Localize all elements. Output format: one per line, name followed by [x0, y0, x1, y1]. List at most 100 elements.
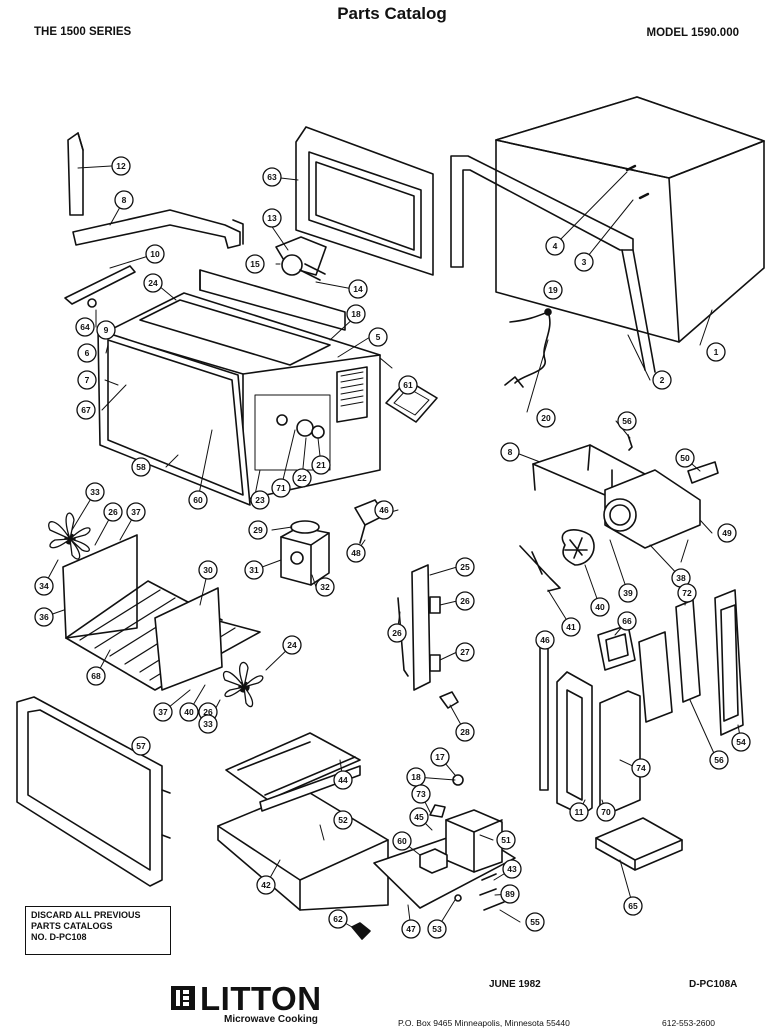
svg-text:26: 26: [203, 707, 213, 717]
callout: 19: [543, 280, 563, 300]
callout: 14: [348, 279, 368, 299]
magnetron: [280, 520, 330, 586]
callout: 28: [455, 722, 475, 742]
svg-text:15: 15: [250, 259, 260, 269]
svg-text:70: 70: [601, 807, 611, 817]
svg-text:34: 34: [39, 581, 49, 591]
callout: 66: [617, 611, 637, 631]
discard-notice-box: DISCARD ALL PREVIOUS PARTS CATALOGS NO. …: [25, 906, 171, 955]
svg-text:40: 40: [184, 707, 194, 717]
svg-text:66: 66: [622, 616, 632, 626]
control-base: [373, 774, 516, 909]
notice-line-2: PARTS CATALOGS: [31, 921, 113, 931]
callout: 52: [333, 810, 353, 830]
callout: 31: [244, 560, 264, 580]
callout: 36: [34, 607, 54, 627]
callout: 2: [652, 370, 672, 390]
svg-text:52: 52: [338, 815, 348, 825]
callout: 20: [536, 408, 556, 428]
catalog-date: JUNE 1982: [489, 979, 541, 990]
callout: 34: [34, 576, 54, 596]
svg-text:29: 29: [253, 525, 263, 535]
callouts: 1 2 3 4 5 6 7 8 8 9 10 11 12 13 14 15 17…: [34, 156, 751, 939]
base-pan: [217, 732, 389, 911]
svg-text:18: 18: [351, 309, 361, 319]
company-address: P.O. Box 9465 Minneapolis, Minnesota 554…: [398, 1018, 570, 1028]
svg-text:33: 33: [90, 487, 100, 497]
svg-text:21: 21: [316, 460, 326, 470]
svg-text:71: 71: [276, 483, 286, 493]
callout: 54: [731, 732, 751, 752]
callout: 73: [411, 784, 431, 804]
svg-text:32: 32: [320, 582, 330, 592]
document-number: D-PC108A: [689, 979, 738, 990]
callout: 63: [262, 167, 282, 187]
callout: 25: [455, 557, 475, 577]
svg-text:68: 68: [91, 671, 101, 681]
svg-text:13: 13: [267, 213, 277, 223]
svg-text:7: 7: [85, 375, 90, 385]
small-parts-lower: [351, 691, 505, 940]
svg-text:74: 74: [636, 763, 646, 773]
door-frame: [16, 696, 171, 887]
svg-text:20: 20: [541, 413, 551, 423]
svg-text:89: 89: [505, 889, 515, 899]
svg-text:8: 8: [508, 447, 513, 457]
callout: 18: [346, 304, 366, 324]
callout: 70: [596, 802, 616, 822]
callout: 12: [111, 156, 131, 176]
svg-text:73: 73: [416, 789, 426, 799]
callout: 6: [77, 343, 97, 363]
notice-line-1: DISCARD ALL PREVIOUS: [31, 910, 141, 920]
svg-text:53: 53: [432, 924, 442, 934]
wire-harness: [504, 308, 552, 388]
stirrer-fan-lower: [222, 661, 264, 708]
callout: 50: [675, 448, 695, 468]
outer-cabinet: [495, 96, 765, 343]
callout: 8: [500, 442, 520, 462]
callout: 18: [406, 767, 426, 787]
svg-text:9: 9: [104, 325, 109, 335]
model-label: MODEL 1590.000: [646, 27, 739, 39]
callout: 42: [256, 875, 276, 895]
litton-logo-icon: [171, 986, 195, 1010]
shelf-assembly: [62, 534, 261, 691]
callout: 55: [525, 912, 545, 932]
bracket-parts: [67, 132, 244, 249]
callout: 60: [392, 831, 412, 851]
svg-text:39: 39: [623, 588, 633, 598]
svg-text:46: 46: [540, 635, 550, 645]
svg-text:60: 60: [397, 836, 407, 846]
series-label: THE 1500 SERIES: [34, 26, 132, 38]
svg-text:62: 62: [333, 914, 343, 924]
svg-text:2: 2: [660, 375, 665, 385]
callout: 49: [717, 523, 737, 543]
svg-text:10: 10: [150, 249, 160, 259]
svg-text:37: 37: [158, 707, 168, 717]
callout: 27: [455, 642, 475, 662]
callout: 41: [561, 617, 581, 637]
svg-text:25: 25: [460, 562, 470, 572]
callout: 58: [131, 457, 151, 477]
callout: 23: [250, 490, 270, 510]
frame-gasket: [450, 155, 656, 373]
svg-text:49: 49: [722, 528, 732, 538]
callout: 40: [590, 597, 610, 617]
svg-text:48: 48: [351, 548, 361, 558]
callout: 15: [245, 254, 265, 274]
svg-text:54: 54: [736, 737, 746, 747]
callout: 3: [574, 252, 594, 272]
callout: 29: [248, 520, 268, 540]
callout: 17: [430, 747, 450, 767]
svg-text:23: 23: [255, 495, 265, 505]
callout: 53: [427, 919, 447, 939]
svg-text:47: 47: [406, 924, 416, 934]
callout: 10: [145, 244, 165, 264]
callout: 32: [315, 577, 335, 597]
callout: 56: [617, 411, 637, 431]
callout: 61: [398, 375, 418, 395]
callout: 44: [333, 770, 353, 790]
callout: 24: [282, 635, 302, 655]
callout: 21: [311, 455, 331, 475]
